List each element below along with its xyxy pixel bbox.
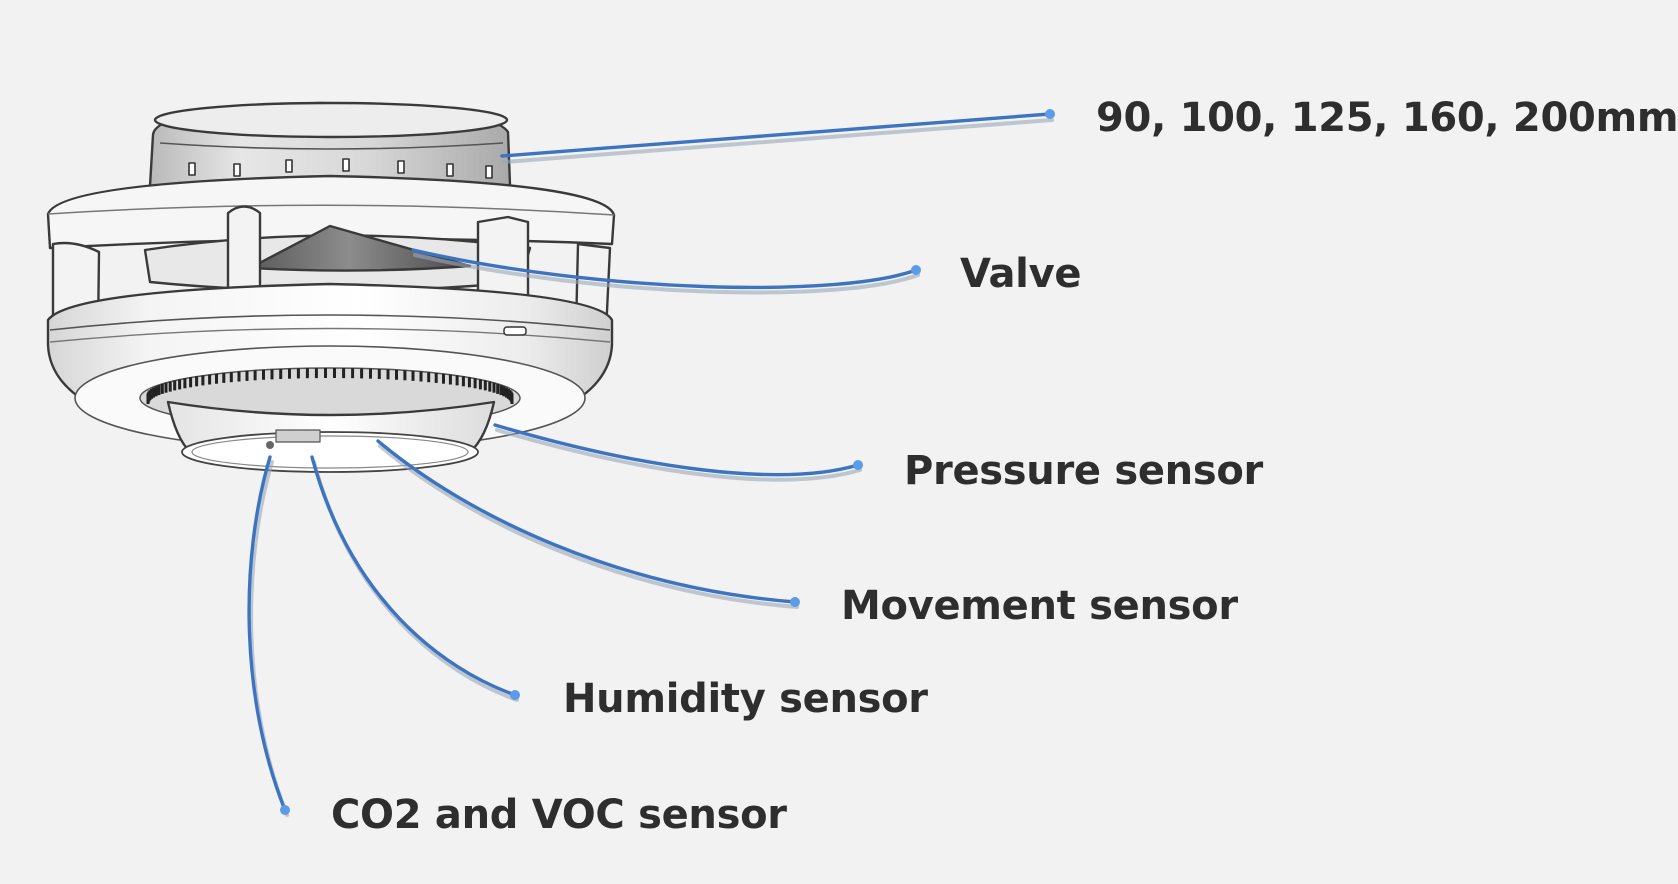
callout-label-humidity-sensor: Humidity sensor: [563, 676, 928, 722]
support-posts: [51, 205, 612, 337]
leader-co2-dot: [280, 805, 290, 815]
callout-label-valve: Valve: [960, 251, 1082, 297]
leader-valve: [411, 248, 921, 295]
leader-co2: [247, 455, 290, 817]
leader-lines: [247, 109, 1055, 817]
leader-pressure-line: [493, 423, 860, 477]
callout-label-size: 90, 100, 125, 160, 200mm: [1096, 95, 1678, 141]
top-duct-collar: [148, 101, 512, 192]
leader-valve-dot: [911, 265, 921, 275]
leader-size-dot: [1045, 109, 1055, 119]
collar-notches: [188, 158, 493, 179]
leader-size-line: [500, 112, 1052, 158]
leader-movement-dot: [790, 597, 800, 607]
leader-humidity-line: [310, 455, 517, 697]
leader-valve-line: [411, 248, 918, 290]
callout-label-pressure-sensor: Pressure sensor: [904, 448, 1263, 494]
leader-humidity-dot: [510, 690, 520, 700]
middle-ring: [46, 174, 616, 250]
callout-label-movement-sensor: Movement sensor: [841, 583, 1238, 629]
leader-co2-line: [247, 455, 287, 812]
leader-humidity: [310, 455, 520, 702]
grille-slots: [146, 368, 514, 404]
sensor-dome: [139, 367, 521, 473]
leader-size: [500, 109, 1055, 164]
leader-movement-line: [376, 439, 797, 604]
leader-movement: [376, 439, 800, 609]
leader-pressure-dot: [853, 460, 863, 470]
callout-label-co2-voc-sensor: CO2 and VOC sensor: [331, 792, 787, 838]
leader-pressure: [493, 423, 863, 482]
